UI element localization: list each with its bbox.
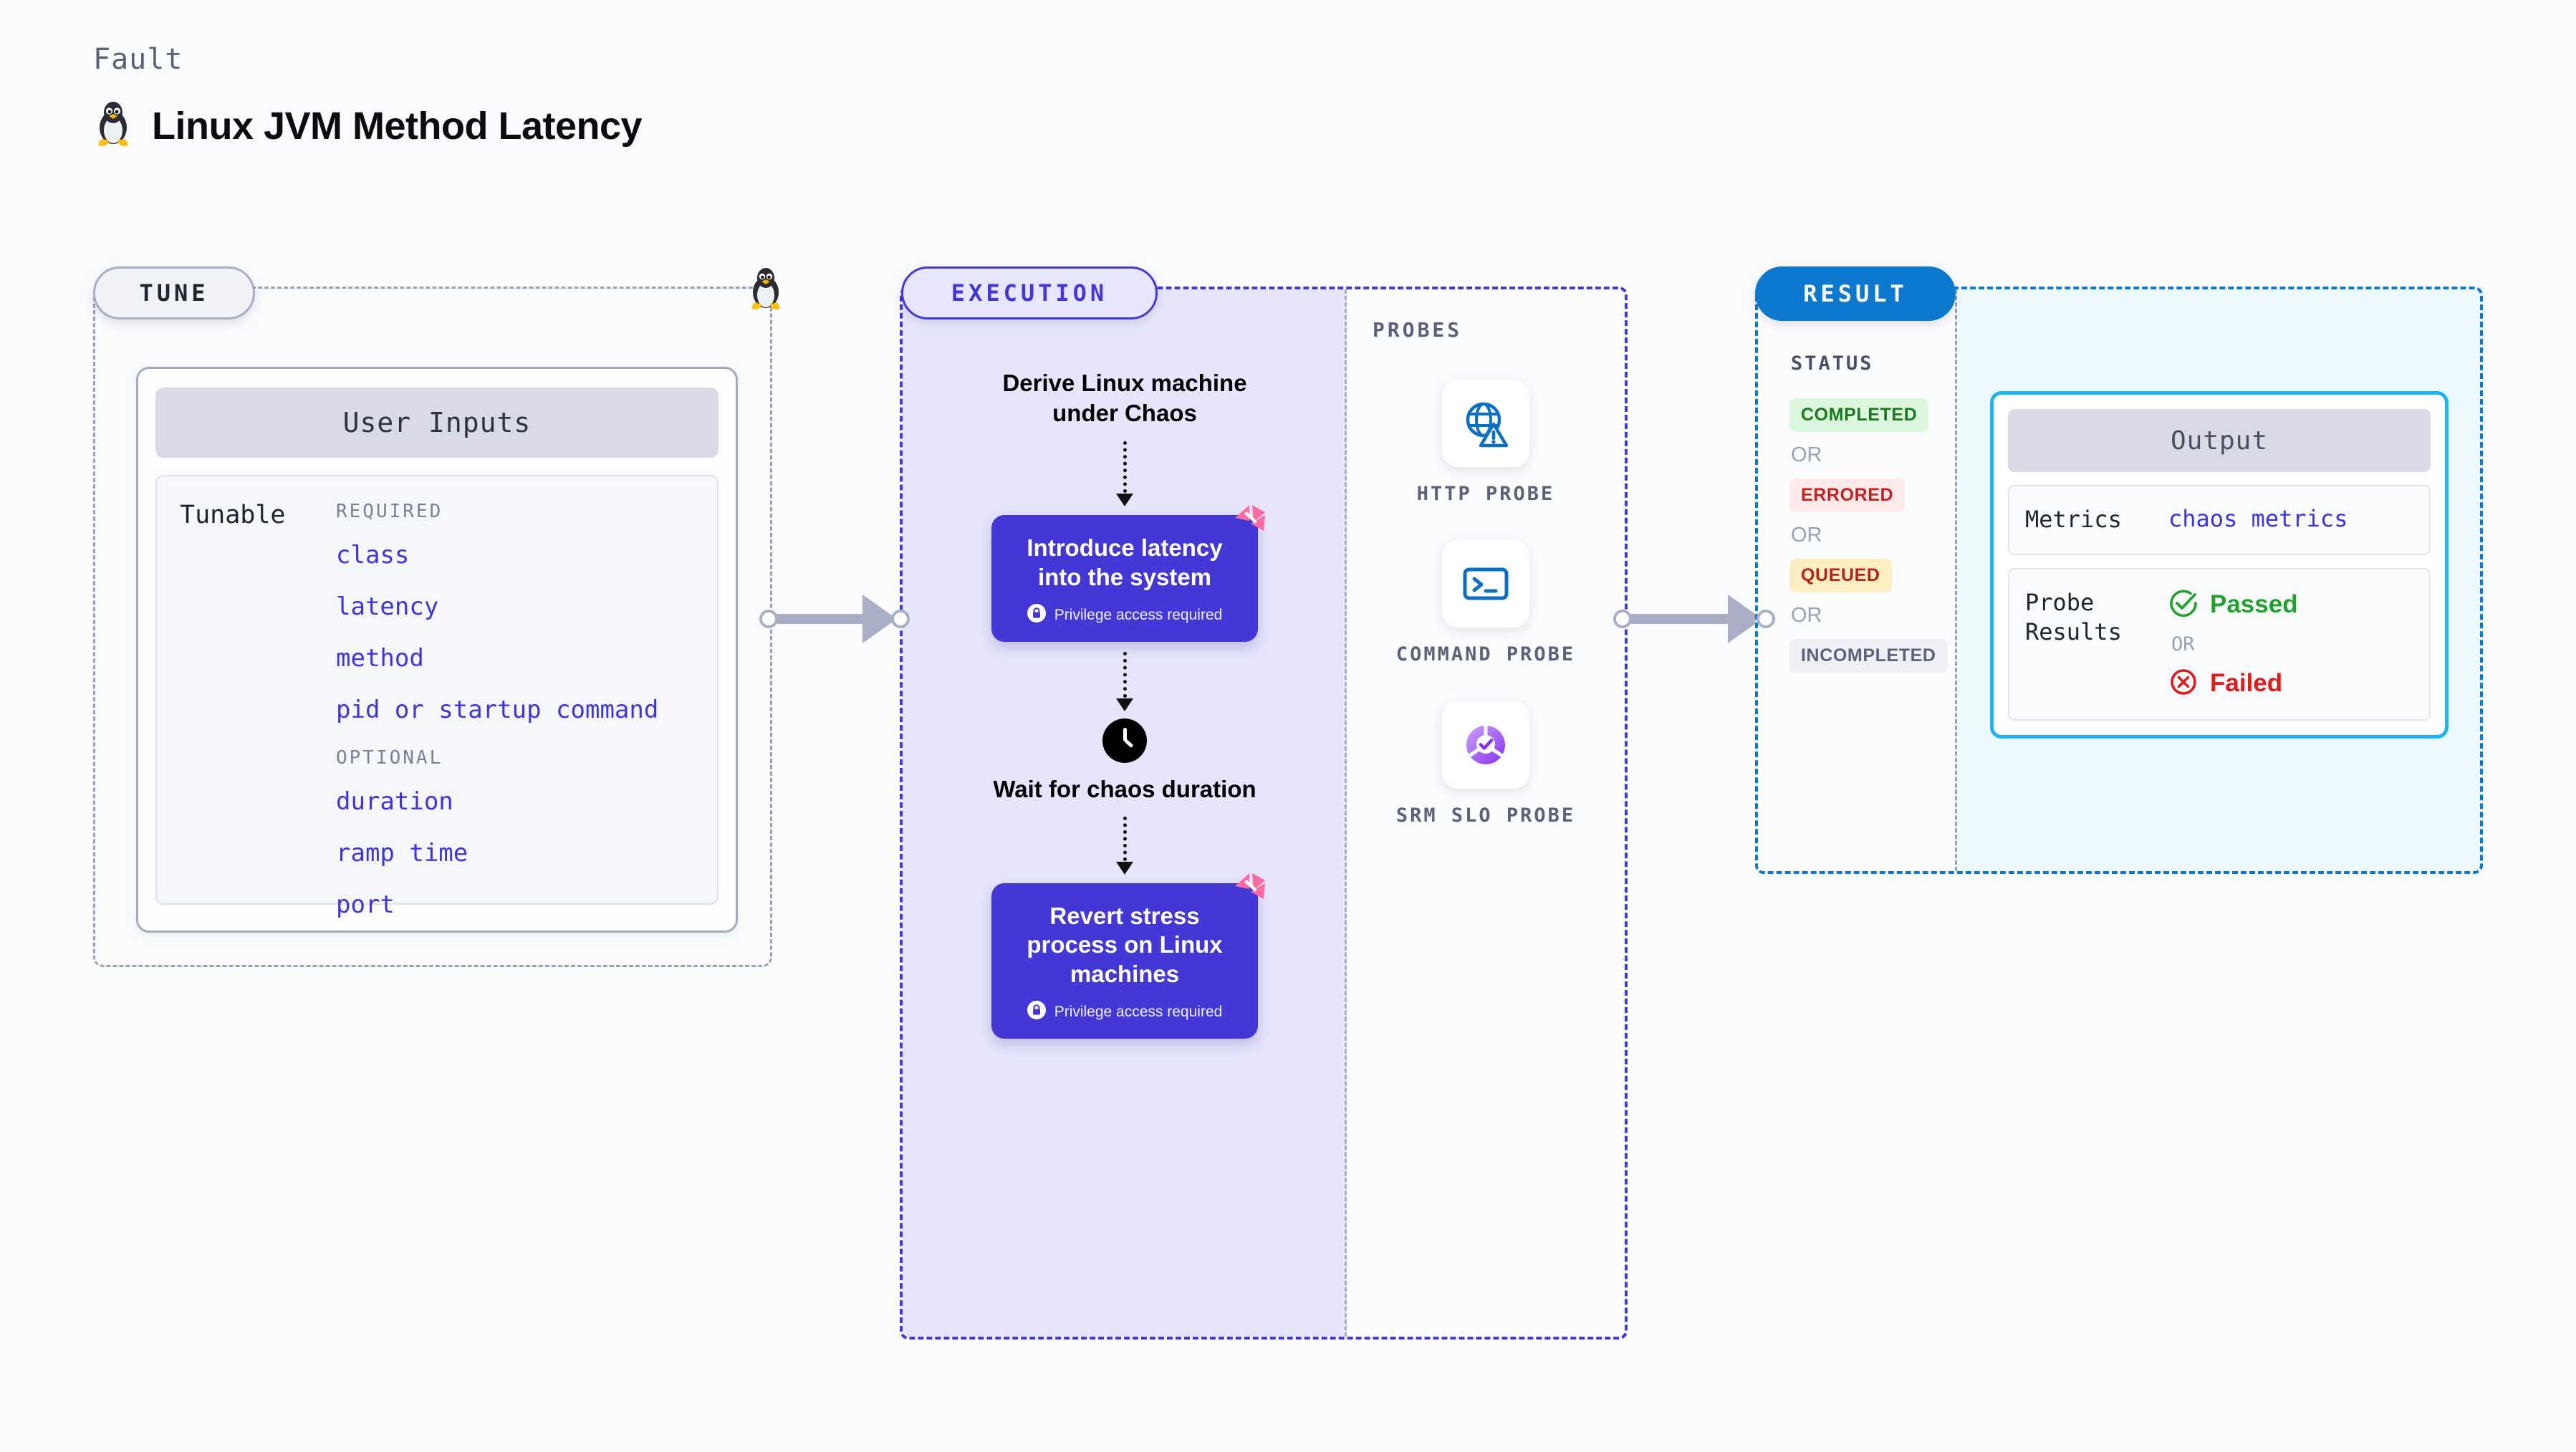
tunable-item[interactable]: latency <box>336 592 439 621</box>
lock-icon <box>1027 1001 1046 1023</box>
probe-item-srm-slo[interactable]: SRM SLO PROBE <box>1378 701 1593 829</box>
probe-label: HTTP PROBE <box>1416 483 1555 505</box>
or-separator: OR <box>1791 524 1822 547</box>
status-badge-incompleted[interactable]: INCOMPLETED <box>1789 639 1948 673</box>
connector-bar <box>1629 614 1735 624</box>
or-separator: OR <box>1791 604 1822 627</box>
connector-bar <box>775 614 870 624</box>
execution-box-introduce-latency[interactable]: Introduce latency into the system Privil… <box>991 505 1265 643</box>
output-row-probe-results: Probe Results Passed OR <box>2008 567 2431 721</box>
probes-column: PROBES HTTP PROBE <box>1347 289 1625 1337</box>
execution-probes-panel: Derive Linux machine under Chaos Introdu… <box>900 287 1628 1340</box>
linux-tux-icon <box>93 100 133 151</box>
status-badge-completed[interactable]: COMPLETED <box>1789 398 1929 432</box>
tune-pill[interactable]: TUNE <box>93 266 255 319</box>
tunable-item[interactable]: class <box>336 541 410 569</box>
or-separator: OR <box>2171 633 2195 655</box>
execution-step-wait: Wait for chaos duration <box>993 776 1256 803</box>
result-pill[interactable]: RESULT <box>1755 266 1956 321</box>
execution-pill[interactable]: EXECUTION <box>901 266 1158 319</box>
title-row: Linux JVM Method Latency <box>93 100 643 151</box>
metrics-key: Metrics <box>2025 506 2122 533</box>
tunable-lists: REQUIRED class latency method pid or sta… <box>336 501 717 919</box>
slo-donut-check-icon <box>1442 701 1529 789</box>
privilege-text: Privilege access required <box>1054 606 1223 623</box>
flow-arrow <box>1116 816 1133 875</box>
chaos-badge-icon <box>1232 502 1268 542</box>
user-inputs-card: User Inputs Tunable REQUIRED class laten… <box>136 367 738 933</box>
tunable-item[interactable]: duration <box>336 787 453 816</box>
globe-warning-icon <box>1442 380 1529 467</box>
execution-box-revert-stress[interactable]: Revert stress process on Linux machines … <box>991 872 1265 1039</box>
tunable-label: Tunable <box>180 501 286 529</box>
probe-result-passed: Passed <box>2168 588 2298 622</box>
execution-box-title: Introduce latency into the system <box>1027 534 1223 591</box>
output-header: Output <box>2008 409 2431 472</box>
output-row-metrics: Metrics chaos metrics <box>2008 485 2431 555</box>
probe-label: SRM SLO PROBE <box>1395 804 1576 827</box>
execution-step-derive: Derive Linux machine under Chaos <box>1002 370 1247 427</box>
page-title: Linux JVM Method Latency <box>152 104 643 148</box>
clock-icon <box>1102 718 1147 764</box>
connector-handle-left[interactable] <box>1613 610 1632 628</box>
group-heading-optional: OPTIONAL <box>336 747 443 769</box>
or-separator: OR <box>1791 443 1822 466</box>
group-heading-required: REQUIRED <box>336 501 443 522</box>
tunable-item[interactable]: method <box>336 644 424 673</box>
execution-column: Derive Linux machine under Chaos Introdu… <box>903 289 1347 1337</box>
connector-probes-to-result <box>1613 595 1775 643</box>
user-inputs-header: User Inputs <box>155 388 719 458</box>
probe-list: HTTP PROBE COMMAND PROBE <box>1347 380 1625 829</box>
tunable-item[interactable]: pid or startup command <box>336 696 659 724</box>
check-circle-icon <box>2168 588 2198 622</box>
lock-icon <box>1027 604 1046 626</box>
connector-handle-left[interactable] <box>759 610 778 628</box>
privilege-row: Privilege access required <box>1009 604 1241 626</box>
tunable-item[interactable]: port <box>336 890 395 919</box>
output-card: Output Metrics chaos metrics Probe Resul… <box>1990 391 2448 739</box>
failed-label: Failed <box>2210 669 2283 698</box>
page-header: Fault Linux JVM Method Latency <box>93 43 643 151</box>
flow-arrow <box>1116 652 1133 712</box>
connector-tune-to-execution <box>759 595 910 643</box>
status-badge-queued[interactable]: QUEUED <box>1789 559 1892 592</box>
privilege-row: Privilege access required <box>1009 1001 1241 1023</box>
connector-handle-right[interactable] <box>891 610 910 628</box>
tunable-box: Tunable REQUIRED class latency method pi… <box>155 475 719 919</box>
passed-label: Passed <box>2210 590 2298 619</box>
fault-label: Fault <box>93 43 183 76</box>
x-circle-icon <box>2168 667 2198 701</box>
probe-item-command[interactable]: COMMAND PROBE <box>1378 540 1593 668</box>
flow-arrow <box>1116 441 1133 507</box>
probe-result-failed: Failed <box>2168 667 2298 701</box>
privilege-text: Privilege access required <box>1054 1003 1223 1020</box>
status-label: STATUS <box>1791 352 1874 375</box>
execution-flow: Derive Linux machine under Chaos Introdu… <box>903 368 1347 1039</box>
status-list: COMPLETED OR ERRORED OR QUEUED OR INCOMP… <box>1789 398 1948 673</box>
result-panel: STATUS COMPLETED OR ERRORED OR QUEUED OR… <box>1755 287 2483 874</box>
probe-label: COMMAND PROBE <box>1395 643 1576 666</box>
metrics-value[interactable]: chaos metrics <box>2168 505 2348 532</box>
probe-item-http[interactable]: HTTP PROBE <box>1378 380 1593 507</box>
result-output-area: Output Metrics chaos metrics Probe Resul… <box>1957 289 2480 871</box>
connector-handle-right[interactable] <box>1756 610 1775 628</box>
tune-connector-tux-icon <box>746 266 786 314</box>
chaos-badge-icon <box>1232 870 1268 910</box>
probe-results-values: Passed OR Failed <box>2168 588 2298 701</box>
execution-box-title: Revert stress process on Linux machines <box>1027 902 1223 988</box>
terminal-icon <box>1442 540 1529 628</box>
status-column: STATUS COMPLETED OR ERRORED OR QUEUED OR… <box>1758 289 1957 871</box>
probes-label: PROBES <box>1373 318 1463 342</box>
probe-results-key: Probe Results <box>2025 588 2122 646</box>
status-badge-errored[interactable]: ERRORED <box>1789 479 1905 512</box>
tunable-item[interactable]: ramp time <box>336 839 468 867</box>
